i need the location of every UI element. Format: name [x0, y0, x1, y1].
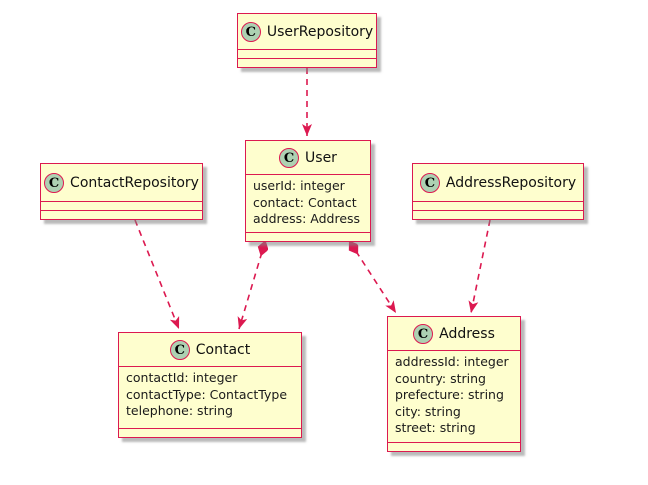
field-row: prefecture: string — [395, 387, 504, 402]
class-header: C ContactRepository — [41, 164, 202, 201]
fields-compartment-empty — [413, 201, 583, 210]
class-contactrepository: C ContactRepository — [40, 163, 203, 220]
class-userrepository: C UserRepository — [237, 13, 377, 68]
edge-addressrepository-to-address — [468, 219, 491, 314]
methods-compartment-empty — [119, 428, 301, 437]
class-address: C Address addressId: integer country: st… — [387, 316, 521, 452]
class-icon: C — [413, 324, 434, 344]
field-row: contact: Contact — [253, 194, 357, 210]
field-row: contactType: ContactType — [126, 386, 288, 402]
methods-compartment-empty — [238, 58, 376, 67]
field-row: contactId: integer — [126, 370, 238, 385]
field-row: city: string — [395, 403, 461, 419]
class-icon: C — [419, 173, 440, 193]
class-header: C UserRepository — [238, 14, 376, 49]
fields-compartment-empty — [238, 49, 376, 58]
methods-compartment-empty — [388, 442, 520, 451]
class-icon: C — [44, 173, 65, 193]
class-header: C Contact — [119, 333, 301, 366]
class-header: C Address — [388, 317, 520, 350]
edge-user-to-contact-composition — [239, 242, 265, 330]
field-row: street: string — [395, 420, 476, 435]
fields-compartment: contactId: integer contactType: ContactT… — [119, 366, 301, 428]
class-icon: C — [240, 22, 261, 42]
class-header: C AddressRepository — [413, 164, 583, 201]
class-name: Address — [439, 326, 495, 342]
class-contact: C Contact contactId: integer contactType… — [118, 332, 302, 438]
field-row: telephone: string — [126, 403, 233, 418]
methods-compartment-empty — [246, 232, 370, 241]
field-row: addressId: integer — [395, 354, 509, 369]
edge-contactrepository-to-contact — [134, 219, 180, 330]
class-name: UserRepository — [266, 24, 374, 40]
fields-compartment: addressId: integer country: string prefe… — [388, 350, 520, 442]
field-row: userId: integer — [253, 178, 345, 193]
class-name: User — [305, 150, 337, 166]
class-name: ContactRepository — [70, 175, 199, 191]
fields-compartment-empty — [41, 201, 202, 210]
class-icon: C — [279, 148, 300, 168]
fields-compartment: userId: integer contact: Contact address… — [246, 174, 370, 232]
class-header: C User — [246, 141, 370, 174]
field-row: country: string — [395, 370, 486, 386]
methods-compartment-empty — [41, 210, 202, 219]
class-name: AddressRepository — [445, 175, 577, 191]
class-addressrepository: C AddressRepository — [412, 163, 584, 220]
edge-user-to-address-composition — [350, 242, 397, 314]
methods-compartment-empty — [413, 210, 583, 219]
class-name: Contact — [195, 342, 251, 358]
class-user: C User userId: integer contact: Contact … — [245, 140, 371, 242]
field-row: address: Address — [253, 211, 361, 226]
class-icon: C — [169, 340, 190, 360]
